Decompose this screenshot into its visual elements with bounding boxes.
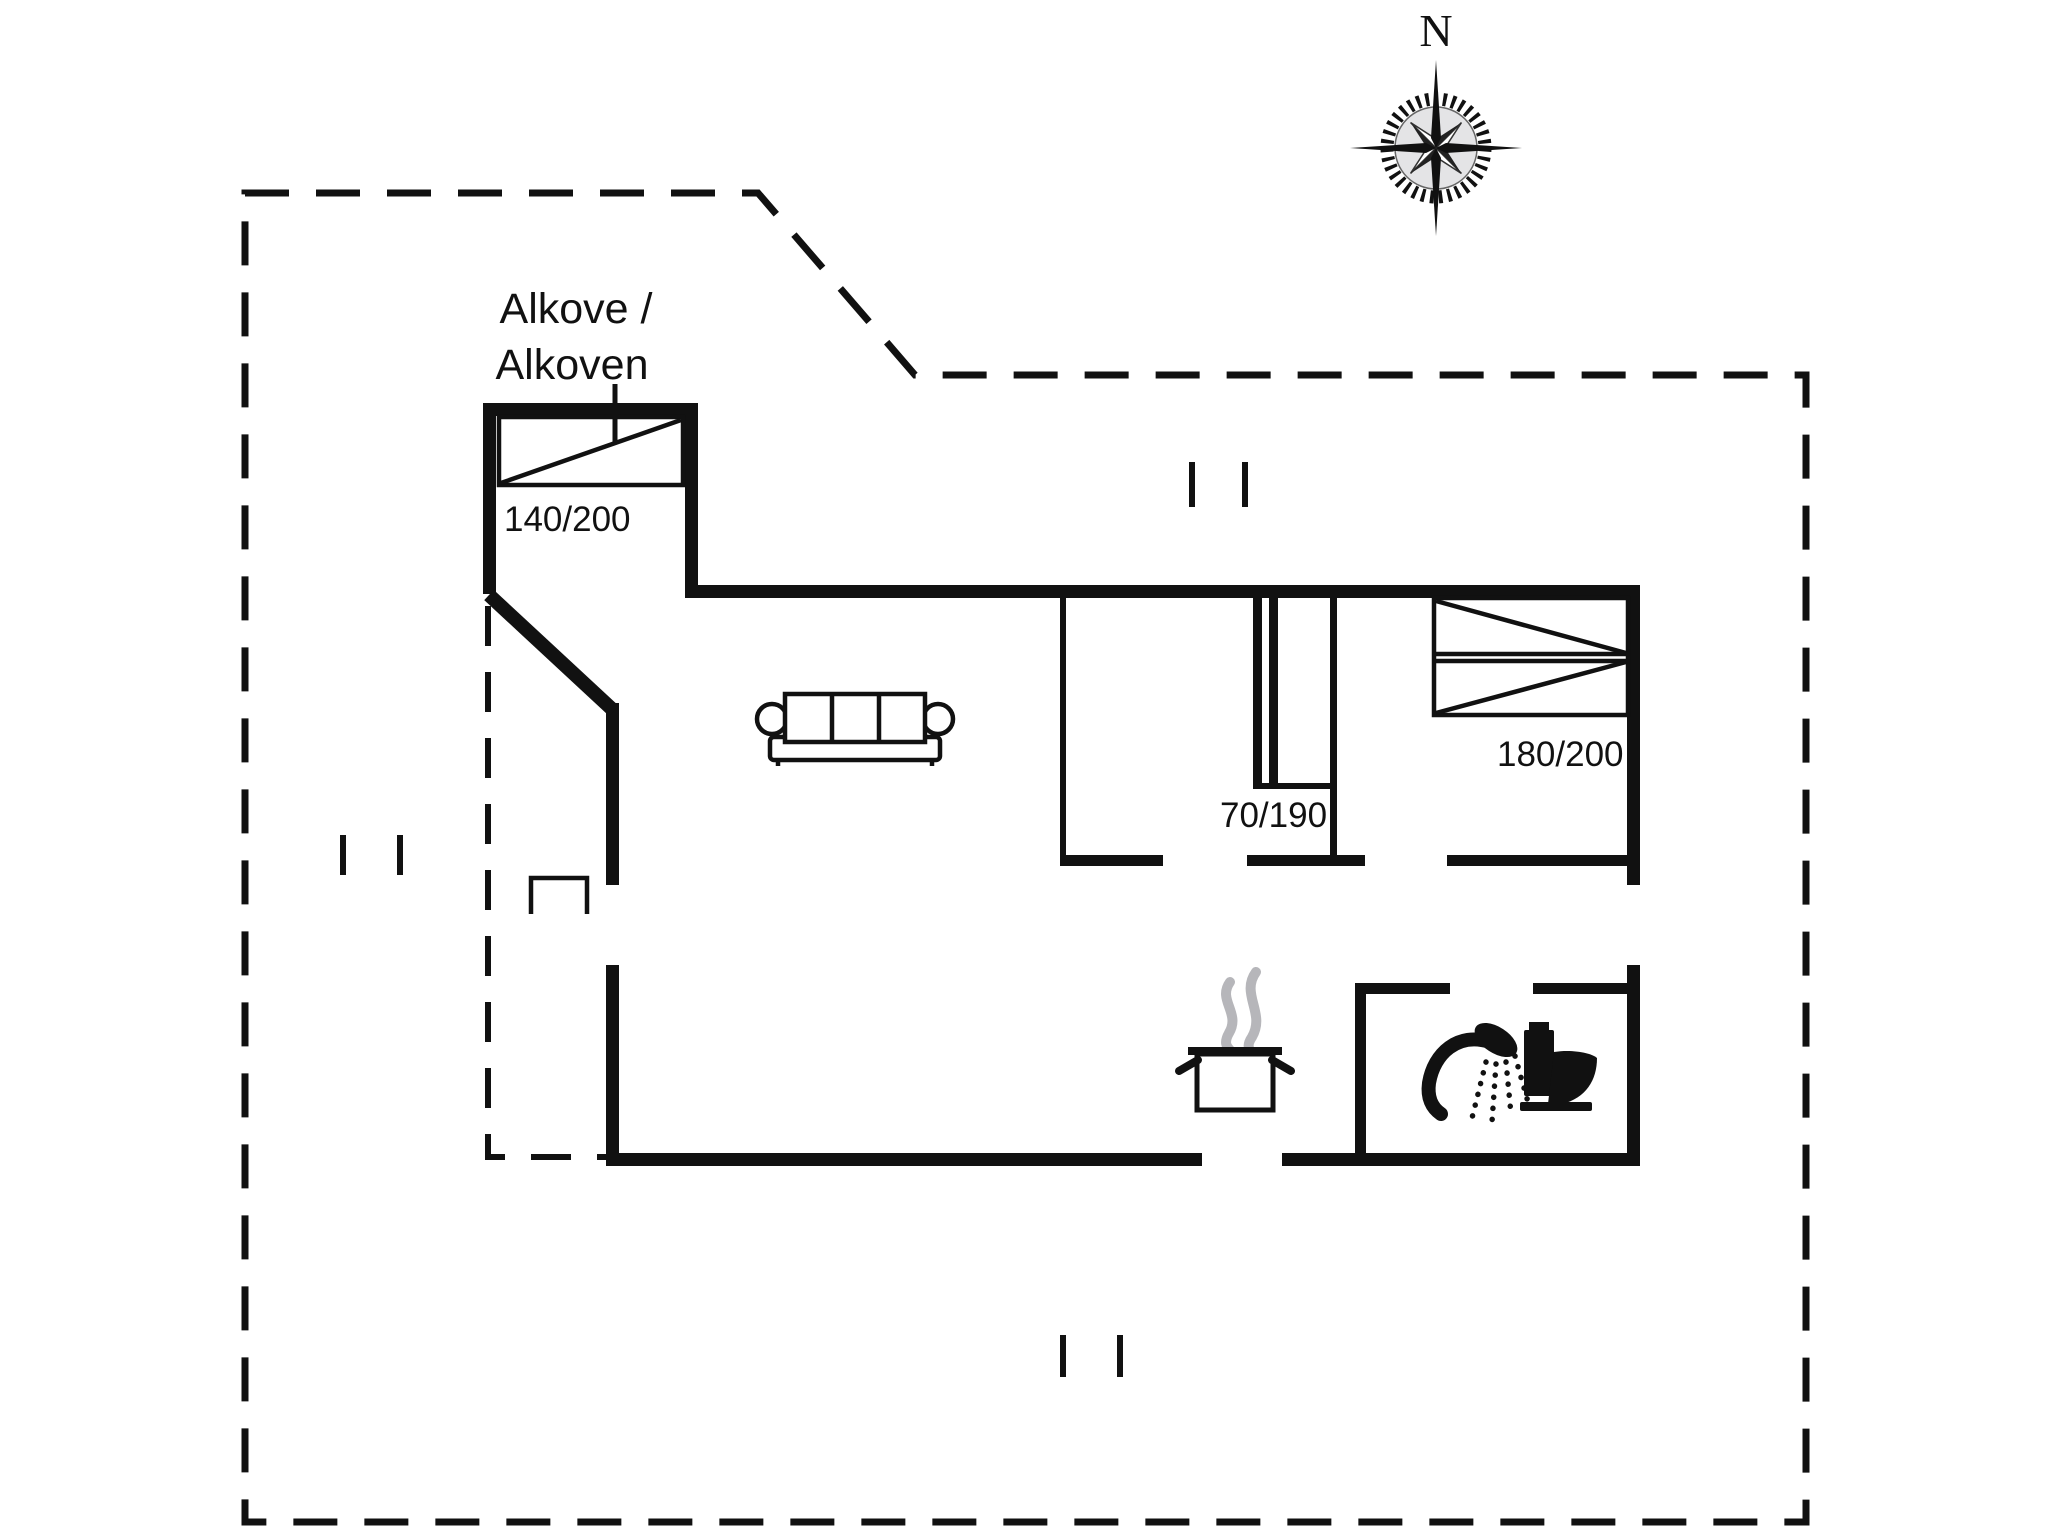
alcove-bed-size-label: 140/200 [504, 500, 631, 539]
cooking-pot-icon [1175, 1047, 1295, 1113]
double-bed-size-label: 180/200 [1497, 735, 1624, 774]
alcove-label-line1: Alkove / [500, 285, 653, 333]
terrace-boundary-dashed [485, 606, 606, 1160]
alcove-bed [496, 414, 686, 488]
alcove-north-wall [483, 403, 697, 416]
bathroom-north-wall-left [1355, 983, 1450, 994]
opening-ticks-bottom [1060, 1335, 1123, 1377]
exterior-walls [483, 403, 1640, 1166]
opening-ticks-left [340, 835, 403, 875]
north-wall [685, 585, 1640, 598]
north-label: N [1419, 5, 1452, 56]
stove-symbol [528, 875, 590, 914]
interior-walls [1060, 598, 1640, 1160]
opening-ticks-top [1189, 462, 1248, 507]
west-wall-upper [606, 703, 619, 885]
south-interior-wall-1 [1060, 855, 1163, 866]
south-interior-wall-2 [1247, 855, 1365, 866]
bathroom-north-wall-right [1533, 983, 1640, 994]
toilet-icon [1520, 1022, 1597, 1111]
alcove-west-wall [483, 403, 496, 594]
shower-icon [1421, 1022, 1531, 1125]
west-diagonal-wall [484, 589, 619, 717]
alcove-east-wall [685, 403, 698, 598]
door-recess-wall [1253, 783, 1333, 789]
steam-icon [1221, 967, 1262, 1058]
sofa [754, 691, 956, 766]
hall-door-size-label: 70/190 [1220, 796, 1327, 835]
west-wall-lower [606, 965, 619, 1165]
alcove-label-line2: Alkoven [496, 341, 649, 389]
labels: Alkove / Alkoven 140/200 70/190 180/200 [496, 285, 1624, 835]
property-boundary-dashed [241, 189, 1810, 1526]
hall-partition-wall [1060, 598, 1066, 856]
east-wall-lower [1627, 965, 1640, 1165]
bedroom-west-wall [1330, 598, 1337, 857]
south-interior-wall-3 [1447, 855, 1628, 866]
double-bed [1431, 595, 1631, 718]
south-wall-right [1282, 1153, 1640, 1166]
compass-rose: N [1350, 5, 1522, 236]
sliding-door-leaf [1253, 598, 1278, 788]
south-wall-left [606, 1153, 1202, 1166]
bathroom-west-wall [1355, 983, 1366, 1160]
